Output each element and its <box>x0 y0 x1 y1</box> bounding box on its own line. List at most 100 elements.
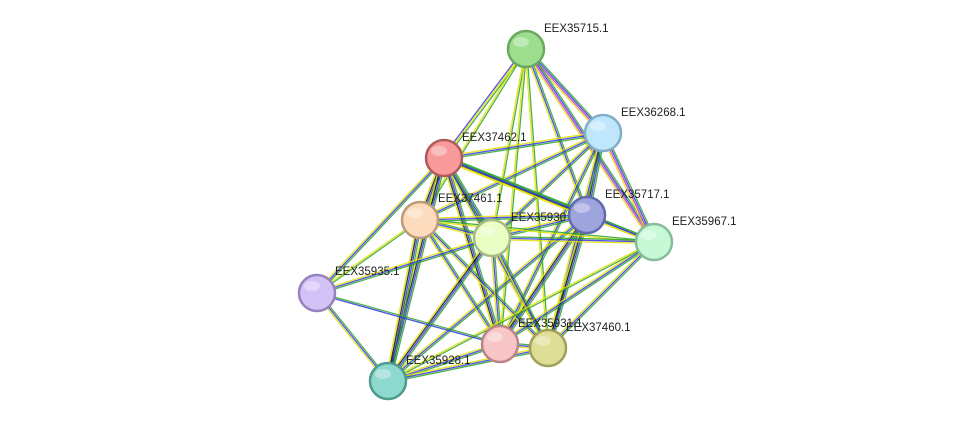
edge-evidence-line <box>601 133 654 243</box>
edge-evidence-line <box>604 131 657 242</box>
edge-evidence-line <box>388 220 422 382</box>
edge-EEX35930-EEX35928[interactable] <box>385 236 495 383</box>
edge-EEX35715-EEX35930[interactable] <box>490 48 528 239</box>
edge-evidence-line <box>491 237 549 349</box>
edge-evidence-line <box>491 132 604 239</box>
edge-evidence-line <box>443 132 604 159</box>
edge-evidence-line <box>419 130 603 220</box>
edge-evidence-line <box>444 133 604 161</box>
edge-evidence-line <box>388 215 589 383</box>
edge-evidence-line <box>546 240 654 348</box>
edge-EEX36268-EEX35967[interactable] <box>600 131 657 244</box>
node-circle[interactable] <box>506 29 546 69</box>
edge-EEX37461-EEX35935[interactable] <box>316 218 421 295</box>
edge-EEX35931-EEX35928[interactable] <box>387 341 501 384</box>
edge-evidence-line <box>500 242 656 346</box>
edge-EEX36268-EEX37461[interactable] <box>419 130 604 223</box>
node-circle[interactable] <box>634 222 674 262</box>
edge-EEX37462-EEX35931[interactable] <box>441 157 503 345</box>
node-EEX35967[interactable]: EEX35967.1 <box>634 216 737 262</box>
node-label: EEX35935.1 <box>335 266 400 278</box>
node-highlight <box>641 230 657 240</box>
node-EEX37460[interactable]: EEX37460.1 <box>528 322 631 368</box>
edge-EEX37460-EEX35928[interactable] <box>387 345 549 384</box>
edge-evidence-line <box>500 215 589 345</box>
edge-evidence-line <box>420 215 588 223</box>
edge-evidence-line <box>548 215 589 349</box>
edge-evidence-line <box>498 48 526 344</box>
edge-evidence-line <box>317 158 446 295</box>
edge-evidence-line <box>387 343 501 382</box>
node-circle[interactable] <box>528 328 568 368</box>
edge-evidence-line <box>498 240 654 344</box>
edge-evidence-line <box>419 132 604 221</box>
edge-evidence-line <box>441 158 499 345</box>
node-EEX35717[interactable]: EEX35717.1 <box>567 189 670 235</box>
node-EEX35935[interactable]: EEX35935.1 <box>297 266 400 313</box>
edge-evidence-line <box>386 237 492 381</box>
edge-EEX35717-EEX37460[interactable] <box>545 214 590 349</box>
edge-evidence-line <box>444 155 589 214</box>
edge-evidence-line <box>546 214 587 348</box>
edge-EEX35967-EEX35931[interactable] <box>498 240 656 346</box>
node-highlight <box>513 37 529 47</box>
edge-evidence-line <box>492 236 551 348</box>
edge-evidence-line <box>445 157 503 344</box>
edge-EEX37461-EEX35928[interactable] <box>385 219 423 382</box>
edge-evidence-line <box>442 47 526 158</box>
edge-evidence-line <box>316 293 500 346</box>
edge-EEX35930-EEX35967[interactable] <box>491 235 655 245</box>
edge-evidence-line <box>389 220 423 382</box>
node-highlight <box>407 208 423 218</box>
node-EEX35930[interactable]: EEX35930 <box>472 212 566 258</box>
edge-EEX35715-EEX35931[interactable] <box>498 48 528 345</box>
edge-evidence-line <box>389 239 495 383</box>
node-layer: EEX35715.1EEX36268.1EEX37462.1EEX35717.1… <box>297 23 737 401</box>
node-circle[interactable] <box>583 113 623 153</box>
node-circle[interactable] <box>472 218 512 258</box>
node-label: EEX37460.1 <box>566 322 631 334</box>
edge-evidence-line <box>491 237 655 243</box>
edge-evidence-line <box>444 157 502 344</box>
node-label: EEX37461.1 <box>438 193 503 205</box>
node-label: EEX37462.1 <box>462 132 527 144</box>
edge-EEX36268-EEX37462[interactable] <box>443 130 604 161</box>
edge-evidence-line <box>500 49 528 345</box>
edge-evidence-line <box>387 347 549 382</box>
edge-evidence-line <box>317 291 501 344</box>
node-highlight <box>304 281 320 291</box>
node-circle[interactable] <box>567 195 607 235</box>
edge-EEX35935-EEX35931[interactable] <box>316 291 501 346</box>
edge-EEX35967-EEX37460[interactable] <box>546 240 656 350</box>
node-circle[interactable] <box>368 361 408 401</box>
node-EEX35715[interactable]: EEX35715.1 <box>506 23 609 69</box>
node-circle[interactable] <box>297 273 337 313</box>
edge-evidence-line <box>547 241 655 349</box>
edge-evidence-line <box>388 344 501 384</box>
node-EEX36268[interactable]: EEX36268.1 <box>583 107 686 153</box>
node-highlight <box>375 369 391 379</box>
edge-evidence-line <box>388 238 494 382</box>
edge-EEX35930-EEX37460[interactable] <box>489 236 551 350</box>
node-highlight <box>590 121 606 131</box>
edge-evidence-line <box>603 132 656 242</box>
node-EEX35931[interactable]: EEX35931.1 <box>480 318 583 364</box>
node-circle[interactable] <box>480 324 520 364</box>
edge-evidence-line <box>316 237 493 294</box>
node-circle[interactable] <box>400 200 440 240</box>
edge-evidence-line <box>491 238 654 245</box>
edge-evidence-line <box>549 215 590 349</box>
edge-evidence-line <box>442 158 500 345</box>
node-label: EEX35928.1 <box>406 355 471 367</box>
edge-EEX35717-EEX37461[interactable] <box>419 212 588 223</box>
edge-EEX35967-EEX35928[interactable] <box>387 240 655 383</box>
edge-EEX37462-EEX35935[interactable] <box>315 156 446 295</box>
node-EEX35928[interactable]: EEX35928.1 <box>368 355 471 401</box>
node-circle[interactable] <box>424 138 464 178</box>
edge-evidence-line <box>492 235 655 242</box>
node-EEX37461[interactable]: EEX37461.1 <box>400 193 503 240</box>
edge-evidence-line <box>316 157 445 294</box>
edge-EEX35930-EEX35935[interactable] <box>316 235 493 296</box>
node-EEX37462[interactable]: EEX37462.1 <box>424 132 527 178</box>
